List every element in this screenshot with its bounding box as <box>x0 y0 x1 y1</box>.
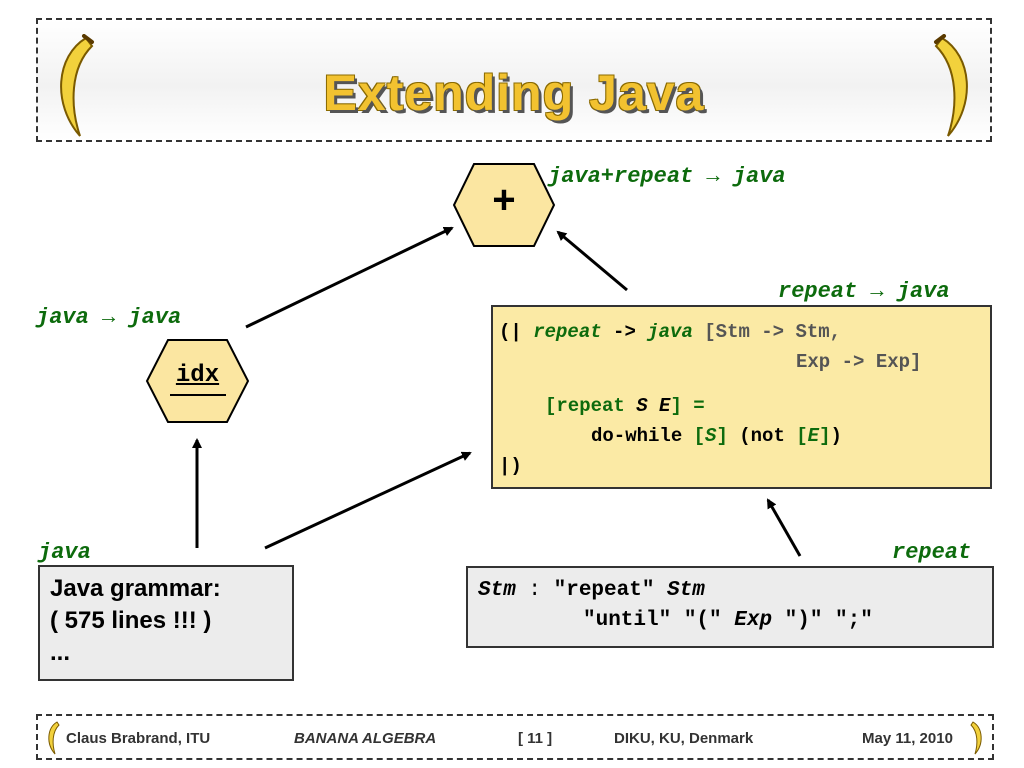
java-label: java <box>38 540 91 565</box>
plus-node-shape <box>452 163 556 247</box>
arrow-text: -> <box>601 321 648 343</box>
var-s: S <box>636 395 648 417</box>
idx-label: java → java <box>36 305 182 330</box>
grammar-terminals: ")" ";" <box>772 609 873 632</box>
nonterminal-stm: Stm <box>478 579 516 602</box>
nonterminal-exp: Exp <box>734 609 773 632</box>
plus-node: + <box>491 181 516 226</box>
banana-left-icon <box>60 34 94 137</box>
repeat-grammar-box: Stm : "repeat" Stm "until" "(" Exp ")" "… <box>466 566 994 648</box>
transform-line-1: (| repeat -> java [Stm -> Stm, <box>499 317 990 347</box>
source-language: repeat <box>533 321 602 343</box>
page-title: Extending Java <box>323 65 705 121</box>
plus-label: java+repeat → java <box>548 164 786 189</box>
slide-header: Extending Java <box>36 18 992 142</box>
keyword-until: "until" "(" <box>583 609 735 632</box>
banana-right-icon <box>934 34 968 137</box>
keyword-repeat: "repeat" <box>553 579 668 602</box>
arrow-repeat-to-transform <box>766 498 802 557</box>
banana-left-small-icon <box>48 721 60 755</box>
transform-line-5: |) <box>499 455 522 477</box>
grammar-line-2: "until" "(" Exp ")" ";" <box>478 606 992 636</box>
java-grammar-box: Java grammar: ( 575 lines !!! ) ... <box>38 565 294 681</box>
bracket: ] <box>716 425 728 447</box>
banana-right-small-icon <box>970 721 982 755</box>
arrow-transform-to-plus <box>556 230 628 292</box>
bracket: [ <box>796 425 808 447</box>
transform-line-2: Exp -> Exp] <box>796 351 922 373</box>
arrow-idx-to-plus <box>245 226 454 329</box>
footer-date: May 11, 2010 <box>862 730 953 747</box>
bracket: ] <box>819 425 831 447</box>
open-bracket: (| <box>499 321 534 343</box>
type-rule-1: [Stm -> Stm, <box>692 321 842 343</box>
var-e: E <box>807 425 820 447</box>
transform-label: repeat → java <box>778 279 950 304</box>
idx-node-shape <box>145 339 250 423</box>
java-box-line: ( 575 lines !!! ) <box>50 607 212 634</box>
spacer <box>499 377 990 391</box>
footer-author: Claus Brabrand, ITU <box>66 730 211 747</box>
target-language: java <box>647 321 693 343</box>
do-while-text: do-while <box>591 425 694 447</box>
slide-footer: Claus Brabrand, ITU BANANA ALGEBRA [ 11 … <box>36 714 994 760</box>
rule-lhs-open: [repeat <box>545 395 637 417</box>
repeat-label: repeat <box>892 540 972 565</box>
footer-page-number: [ 11 ] <box>518 730 553 747</box>
rule-lhs-close: ] = <box>670 395 705 417</box>
close-paren: ) <box>830 425 842 447</box>
bracket: [ <box>693 425 706 447</box>
footer-place: DIKU, KU, Denmark <box>614 730 754 747</box>
footer-talk-title: BANANA ALGEBRA <box>294 730 437 747</box>
arrow-java-to-transform <box>264 451 472 550</box>
nonterminal-stm: Stm <box>667 579 705 602</box>
idx-node: idx <box>175 362 220 389</box>
grammar-colon: : <box>515 579 554 602</box>
not-text: (not <box>727 425 797 447</box>
grammar-line-1: Stm : "repeat" Stm <box>478 576 992 606</box>
transform-line-3: [repeat S E] = <box>499 391 990 421</box>
java-box-line: Java grammar: <box>50 575 221 602</box>
transform-line-4: do-while [S] (not [E]) <box>499 421 990 451</box>
transformation-box: (| repeat -> java [Stm -> Stm, Exp -> Ex… <box>491 305 992 489</box>
java-box-line: ... <box>50 639 71 666</box>
var-e: E <box>659 395 671 417</box>
var-s: S <box>705 425 717 447</box>
